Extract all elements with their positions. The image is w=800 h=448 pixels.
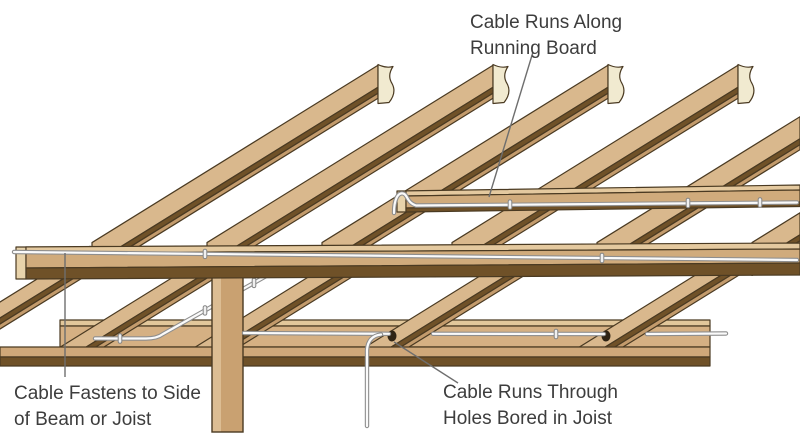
label-running-board: Cable Runs Along Running Board [470,10,622,62]
cable-through-holes [241,328,729,340]
leader-bored-holes [393,341,459,384]
label-cable-fastens: Cable Fastens to Side of Beam or Joist [14,381,201,433]
support-post [211,269,244,433]
label-running-board-line2: Running Board [470,38,597,59]
label-running-board-line1: Cable Runs Along [470,12,623,33]
label-bored-holes-line2: Holes Bored in Joist [443,408,612,429]
cable-on-joist-side [92,263,287,344]
cable-drop [364,332,384,429]
leader-lines [64,51,534,384]
cable-on-beam [11,248,800,264]
cable-on-running-board [391,191,800,216]
bottom-plate [0,346,711,367]
label-bored-holes-line1: Cable Runs Through [443,382,618,403]
label-cable-fastens-line2: of Beam or Joist [14,409,152,430]
label-cable-fastens-line1: Cable Fastens to Side [14,383,201,404]
leader-running-board [488,51,534,198]
label-bored-holes: Cable Runs Through Holes Bored in Joist [443,380,618,432]
